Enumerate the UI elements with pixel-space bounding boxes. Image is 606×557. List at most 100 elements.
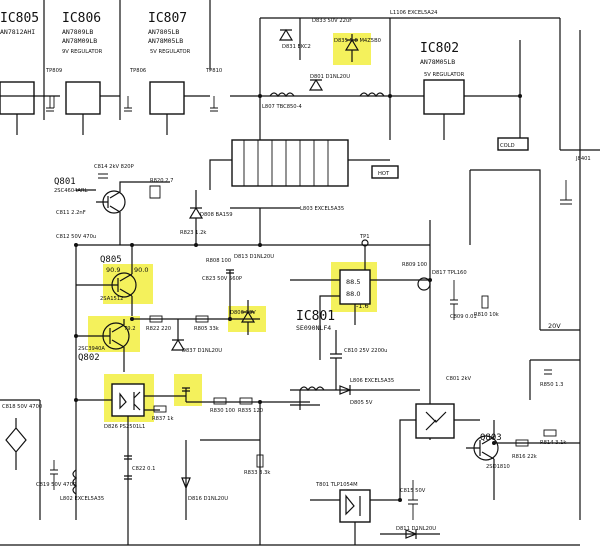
r820-label: R820 2.7 [150,178,173,184]
c810-label: C810 25V 2200u [344,348,387,354]
d806-zener [240,300,256,335]
l802-label: L802 EXCEL5A35 [60,496,104,502]
q803-name: Q803 [480,433,502,443]
r822-r805-wires [132,269,260,320]
right-edge-wires [559,18,600,520]
ic801-name: IC801 [296,309,335,324]
d817-led [417,277,431,291]
r837-body [153,405,167,413]
right-cap-a [560,180,572,205]
d801-label: D801 D1NL20U [310,74,350,80]
q805-emitter-voltage: 90.9 [106,266,120,274]
right-strip-wires [494,329,580,444]
ic806-part2: AN78M09LB [62,37,97,45]
ic801-voltage-c: -1.6 [356,302,369,310]
r833-wires [200,402,261,520]
ic802-func: 5V REGULATOR [424,72,465,78]
ic801-body [339,269,371,305]
junction-dots [74,94,522,502]
d813-label: D813 D1NL20U [234,254,274,260]
r833-label: R833 3.3k [244,470,270,476]
c814-r820 [98,173,161,199]
bridge-right-internal [425,411,447,431]
highlight-r826 [174,374,202,406]
d833-label: D833 50V 22uF [312,18,352,24]
q802-leads [96,324,125,348]
d805-label: D805 5V [350,400,373,406]
d837-diode [170,319,186,351]
c822-label: C822 0.1 [132,466,155,472]
hot-badge-box [371,165,399,179]
q803-part: 2SD1810 [486,464,510,470]
d835-diode [344,34,360,62]
regulator-ground-wires [16,114,445,140]
20v-label: 20V [548,322,561,330]
c814-label: C814 2kV 820P [94,164,134,170]
r835-body [239,397,253,405]
q801-part: 2SC4604ARL [54,188,88,194]
d831-diode [278,28,294,41]
ic805-part: AN7812AHI [0,28,35,36]
q801-wires [76,181,170,245]
r850-cap [544,369,552,375]
c819-cap [50,460,58,490]
q803-leads [466,436,495,460]
q805-leads [106,273,133,297]
bridge-right-wires [399,419,480,500]
r823-label: R823 1.2k [180,230,206,236]
r850-label: R850 1.3 [540,382,563,388]
d811-label: D811 D1NL20U [396,526,436,532]
regulator-caps [46,96,218,112]
ic802-body [423,79,465,115]
c811-label: C811 2.2nF [56,210,86,216]
d801-diode [308,78,324,91]
t801-wires [310,499,400,545]
ic806-body [65,81,101,115]
top-vertical-rails [43,0,211,120]
right-upper-wires [469,169,541,330]
c809-label: C809 0.01 [450,314,477,320]
c815-label: C815 50V [400,488,426,494]
d826-wires [76,395,186,440]
r822-label: R822 220 [146,326,171,332]
q802-part: 2SC3940A [78,346,105,352]
c815-cap [408,480,418,520]
ic807-func: 5V REGULATOR [150,49,191,55]
l807-coil [269,92,295,98]
tp-branch-wires [230,207,300,245]
transformer-pins [243,140,329,186]
d826-opto [111,383,145,417]
l802-coil [72,469,78,495]
q801-name: Q801 [54,177,76,187]
tp1-label: TP1 [359,234,370,240]
d816-diode [181,440,191,520]
l806-top-coil [359,92,385,98]
r830-body [213,397,227,405]
tp810-label: TP810 [205,68,222,74]
r830-label: R830 100 [210,408,235,414]
ic802-name: IC802 [420,41,459,56]
ic801-voltage-a: 88.5 [346,278,360,286]
q805-wires [76,245,133,316]
d816-label: D816 D1NL20U [188,496,228,502]
c801-label: C801 2kV [446,376,471,382]
t801-body [339,489,371,523]
tp806-label: TP806 [129,68,146,74]
d808-label: D808 BA159 [200,212,233,218]
c812-label: C812 50V 470u [56,234,96,240]
r808-label: R808 100 [206,258,231,264]
ic801-wires [290,279,430,360]
q802-volt: 79.2 [124,326,136,332]
d811-diode [380,529,440,539]
ic801-voltage-b: 88.0 [346,290,360,298]
l806-label: L806 EXCEL5A35 [350,378,394,384]
lower-left-wires [0,399,41,520]
c821-c822 [124,440,132,520]
ic807-part2: AN78M05LB [148,37,183,45]
j8401-label: J8401 [575,156,591,162]
hot-label: HOT [378,171,390,177]
q801-leads [96,191,121,213]
transformer-wires [209,159,390,190]
t801-label: T801 TLP1054M [315,482,358,488]
r826-cap [182,387,260,403]
